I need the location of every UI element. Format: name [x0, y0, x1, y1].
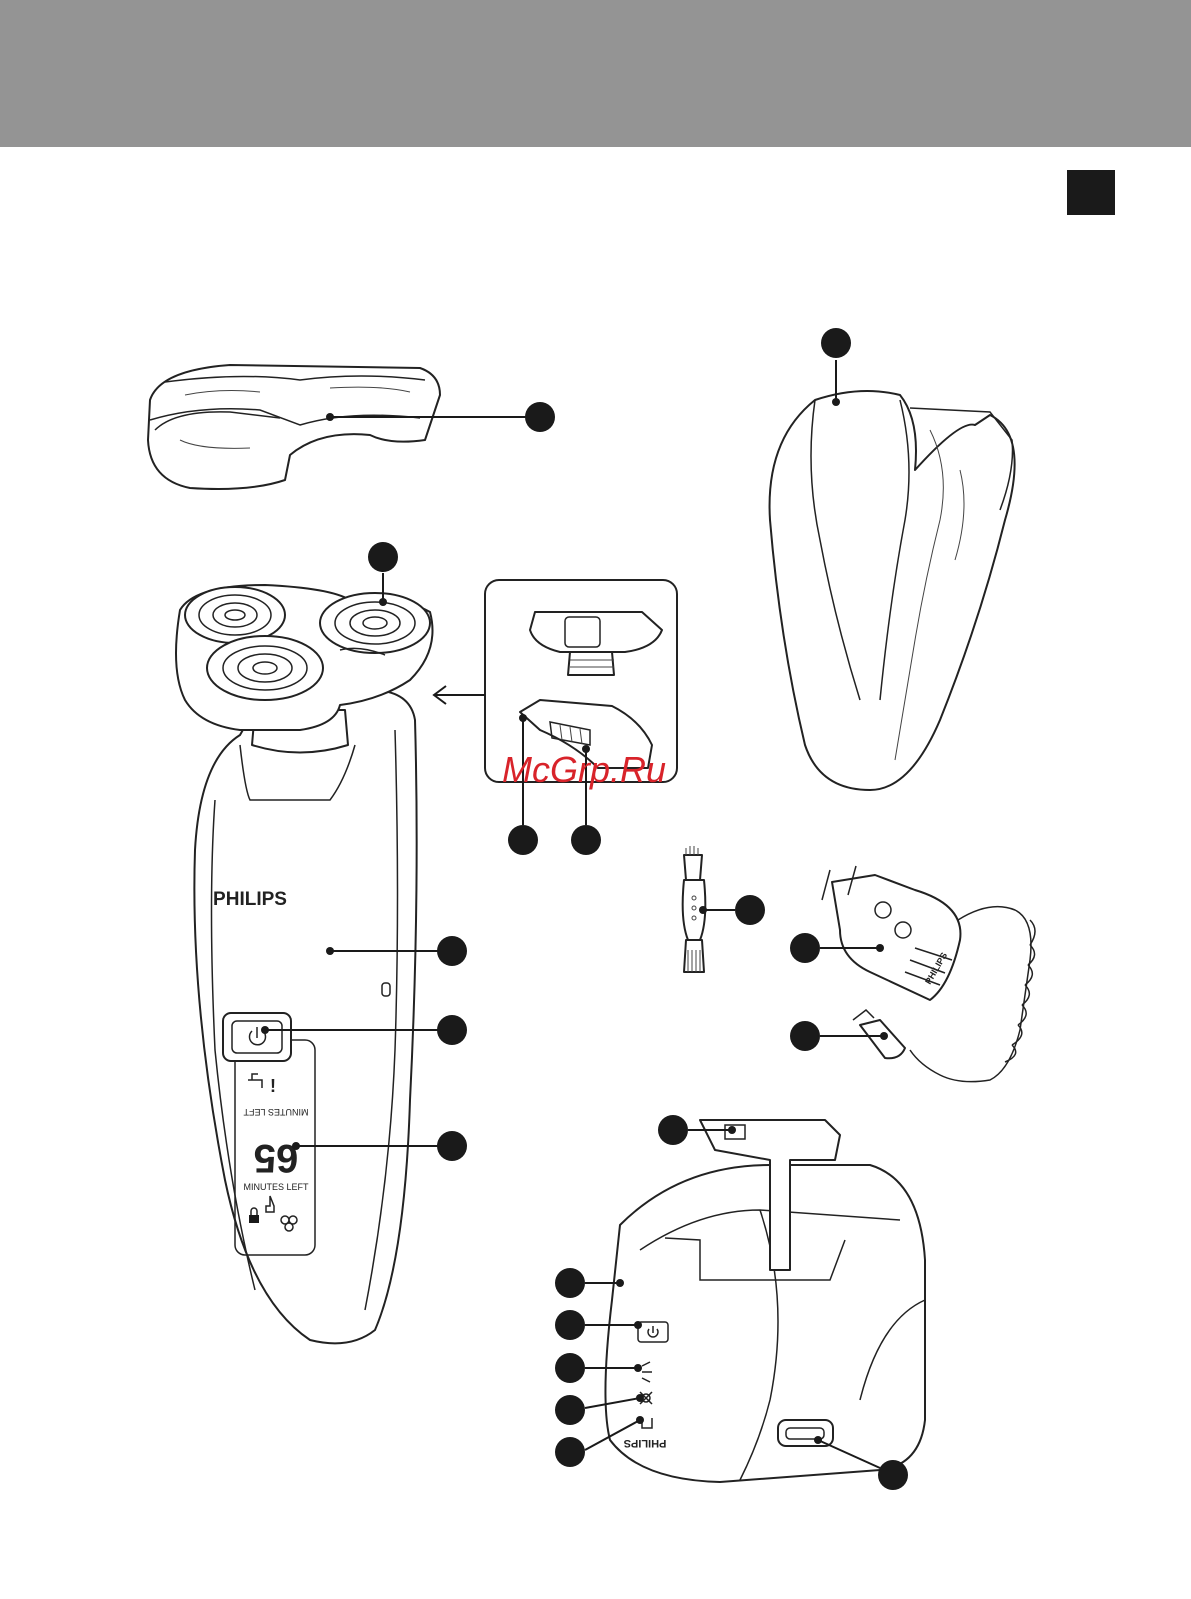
- shaver: PHILIPS ! MINUTES LEFT 65 MINUTES LEFT: [176, 542, 467, 1343]
- lcd-minutes-left-bottom: MINUTES LEFT: [243, 1182, 309, 1192]
- cleaning-unit: PHILIPS: [555, 1115, 925, 1490]
- protection-cap: [148, 365, 555, 489]
- svg-text:!: !: [270, 1076, 276, 1096]
- lcd-digits: 65: [254, 1136, 299, 1180]
- shaver-power-button: [223, 1013, 291, 1061]
- power-adapter: PHILIPS: [790, 866, 1035, 1082]
- watermark-text: McGrp.Ru: [502, 749, 666, 790]
- shaver-brand-label: PHILIPS: [213, 889, 287, 910]
- lcd-minutes-left-top: MINUTES LEFT: [243, 1107, 309, 1117]
- cleaning-unit-brand-label: PHILIPS: [624, 1437, 667, 1449]
- travel-pouch: [770, 328, 1015, 790]
- detail-inset: [434, 580, 677, 855]
- cleaning-brush: [683, 846, 765, 972]
